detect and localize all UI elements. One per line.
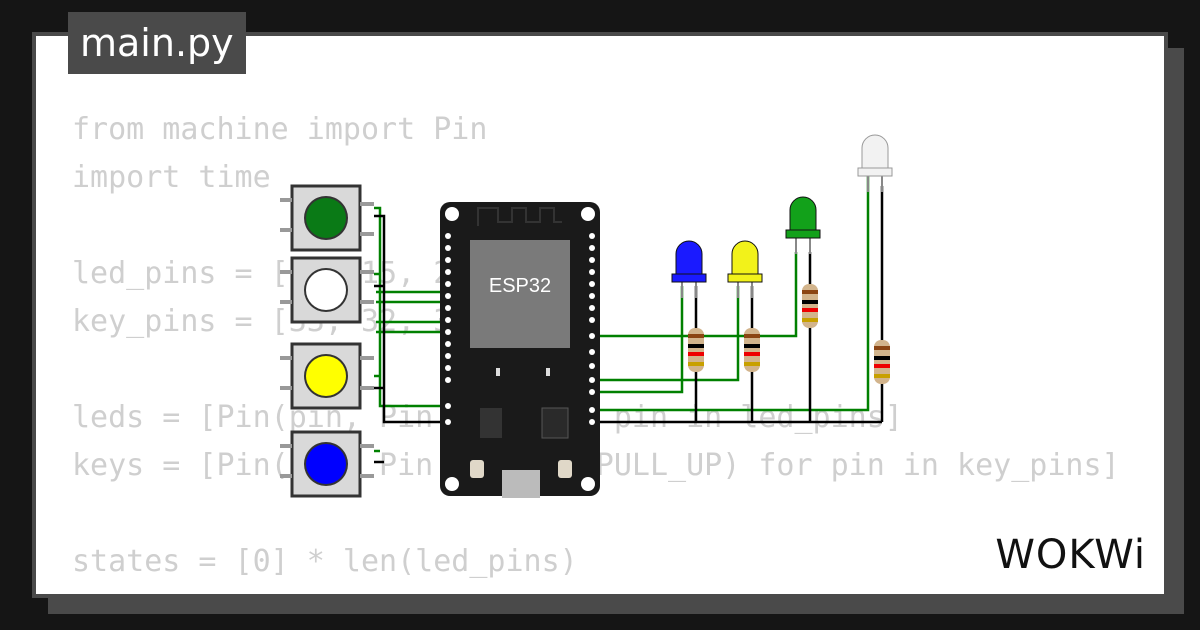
wokwi-logo: WOKWi [995,532,1146,578]
button-green[interactable] [280,184,374,252]
file-tab[interactable]: main.py [68,12,246,74]
signal-wires [374,176,870,453]
code-listing: from machine import Pin import time led_… [72,106,1120,586]
button-white[interactable] [280,256,374,324]
led-white [857,134,893,192]
led-blue [671,240,707,298]
board-label: ESP32 [489,275,551,297]
button-yellow[interactable] [280,342,374,410]
button-blue[interactable] [280,430,374,498]
resistor-2 [744,328,760,372]
resistor-3 [802,284,818,328]
preview-card: from machine import Pin import time led_… [32,32,1168,598]
code-line: states = [0] * len(led_pins) [72,544,578,579]
led-green [785,196,821,254]
resistor-1 [688,328,704,372]
circuit-diagram: ESP32 [280,134,893,498]
resistor-4 [874,340,890,384]
code-line: import time [72,160,271,195]
file-tab-label: main.py [80,21,234,65]
logo-text: WOKWi [995,532,1146,578]
code-line: from machine import Pin [72,112,488,147]
esp32-board[interactable]: ESP32 [440,202,600,498]
led-yellow [727,240,763,298]
